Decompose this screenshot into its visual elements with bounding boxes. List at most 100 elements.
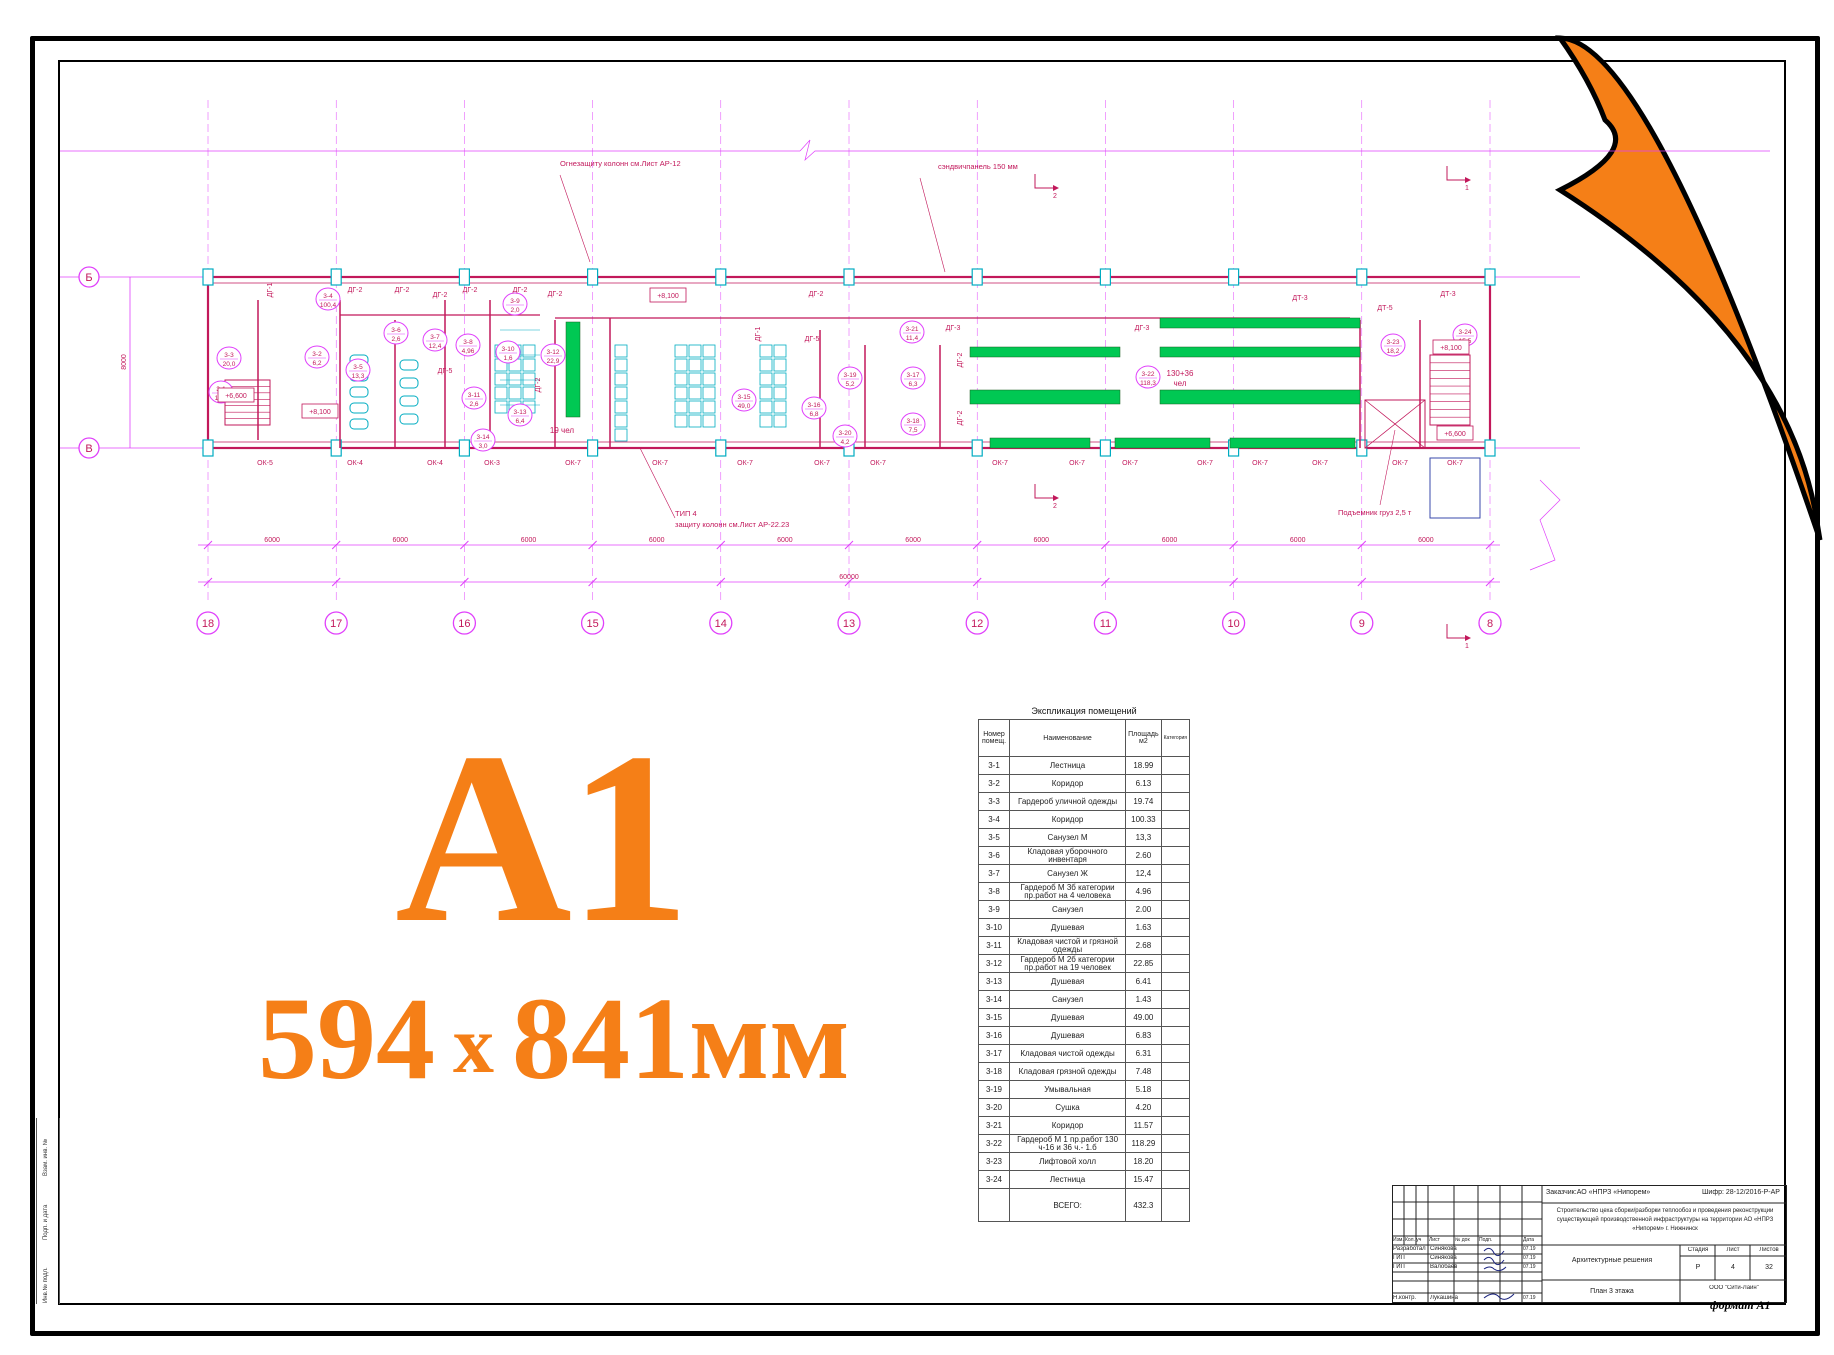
- room-bubble: [455, 333, 481, 357]
- total-dimension: 60000: [839, 574, 859, 581]
- room-name: Коридор: [1008, 810, 1127, 829]
- role-control: Н.контр.: [1393, 1295, 1417, 1301]
- locker: [759, 372, 773, 386]
- span-dimension: 6000: [649, 537, 665, 544]
- axis-bubble-letter: [78, 437, 100, 459]
- sheet-value: 4: [1731, 1264, 1735, 1271]
- axis-bubble: [965, 611, 989, 635]
- room-area: 6,3: [908, 381, 917, 388]
- axis-bubble: [1093, 611, 1118, 635]
- col-number: Номер помещ.: [978, 719, 1010, 757]
- room-area: 6.41: [1125, 972, 1162, 991]
- strip-inv: Инв.№ подл.: [43, 1267, 49, 1303]
- axis-number: 8: [1487, 618, 1493, 630]
- note-fire-protection: Огнезащиту колонн см.Лист АР-12: [560, 159, 681, 168]
- room-name: Гардероб М 1 пр.работ 130 ч-16 и 36 ч.- …: [1008, 1134, 1127, 1153]
- toilet: [399, 413, 419, 425]
- bench: [1159, 317, 1361, 329]
- room-category: [1160, 756, 1191, 775]
- room-name: Лестница: [1008, 1170, 1127, 1189]
- explication-title: Экспликация помещений: [1031, 706, 1137, 716]
- window-mark: ОК-7: [992, 460, 1008, 467]
- axis-number: 18: [202, 618, 214, 630]
- room-id: 3-9: [510, 298, 520, 305]
- room-area: 2,6: [391, 336, 400, 343]
- room-area: 12,4: [1125, 864, 1162, 883]
- room-bubble: [899, 320, 925, 344]
- room-area: 1.63: [1125, 918, 1162, 937]
- axis-number: 16: [458, 618, 470, 630]
- window-mark: ОК-3: [484, 460, 500, 467]
- col-date: Дата: [1523, 1237, 1535, 1243]
- leader-line: [1379, 429, 1396, 506]
- column: [202, 439, 214, 457]
- room-name: Санузел: [1008, 990, 1127, 1009]
- room-area: 2.60: [1125, 846, 1162, 865]
- window-mark: ОК-7: [737, 460, 753, 467]
- section-number: 2: [1053, 193, 1057, 200]
- locker: [614, 386, 628, 400]
- date-3: 07.19: [1523, 1264, 1536, 1270]
- locker: [759, 400, 773, 414]
- room-area: 6,2: [312, 360, 321, 367]
- locker: [494, 386, 508, 400]
- locker: [702, 344, 716, 358]
- dim-tick: [1357, 540, 1367, 550]
- dim-tick: [1485, 577, 1495, 587]
- window-mark: ОК-7: [565, 460, 581, 467]
- locker: [674, 358, 688, 372]
- room-category: [1160, 1134, 1191, 1153]
- bench: [565, 321, 581, 418]
- room-number: 3-9: [978, 900, 1010, 919]
- room-name: Санузел: [1008, 900, 1127, 919]
- stamp-customer: Заказчик:АО «НПРЗ «Нипорем»: [1546, 1189, 1651, 1196]
- room-area: 7.48: [1125, 1062, 1162, 1081]
- note-type4: ТИП 4: [675, 509, 697, 518]
- room-area: 6,4: [515, 418, 524, 425]
- room-id: 3-3: [224, 352, 234, 359]
- locker: [674, 386, 688, 400]
- room-id: 3-14: [476, 434, 489, 441]
- room-id: 3-17: [906, 372, 919, 379]
- door-mark: ДГ-2: [348, 287, 363, 294]
- room-area: 4,2: [840, 439, 849, 446]
- axis-letter: Б: [85, 272, 92, 284]
- locker: [773, 358, 787, 372]
- room-bubble: [345, 358, 371, 382]
- window-mark: ОК-7: [1447, 460, 1463, 467]
- door-mark: ДГ-2: [809, 291, 824, 298]
- col-kol: Кол. уч: [1405, 1237, 1422, 1243]
- locker: [494, 400, 508, 414]
- span-dimension: 6000: [264, 537, 280, 544]
- room-number: 3-8: [978, 882, 1010, 901]
- column: [971, 268, 983, 286]
- room-id: 3-5: [353, 364, 363, 371]
- locker: [773, 414, 787, 428]
- section-arrow: [1465, 635, 1471, 641]
- room-id: 3-13: [513, 409, 526, 416]
- level-mark: [217, 387, 255, 403]
- locker: [674, 414, 688, 428]
- column: [1099, 439, 1112, 457]
- room-id: 3-12: [546, 349, 559, 356]
- room-number: 3-11: [978, 936, 1010, 955]
- door-mark: ДГ-1: [755, 327, 762, 342]
- format-times: x: [453, 999, 494, 1090]
- drawing-frame: [58, 60, 1786, 1305]
- room-number: 3-20: [978, 1098, 1010, 1117]
- title-block-grid: [1392, 1185, 1787, 1303]
- locker: [614, 372, 628, 386]
- span-dimension: 6000: [1162, 537, 1178, 544]
- room-name: Душевая: [1008, 1026, 1127, 1045]
- level-value: +6,600: [225, 393, 247, 400]
- door-mark: ДГ-2: [957, 411, 964, 426]
- room-id: 3-24: [1458, 329, 1471, 336]
- axis-bubble: [709, 611, 733, 635]
